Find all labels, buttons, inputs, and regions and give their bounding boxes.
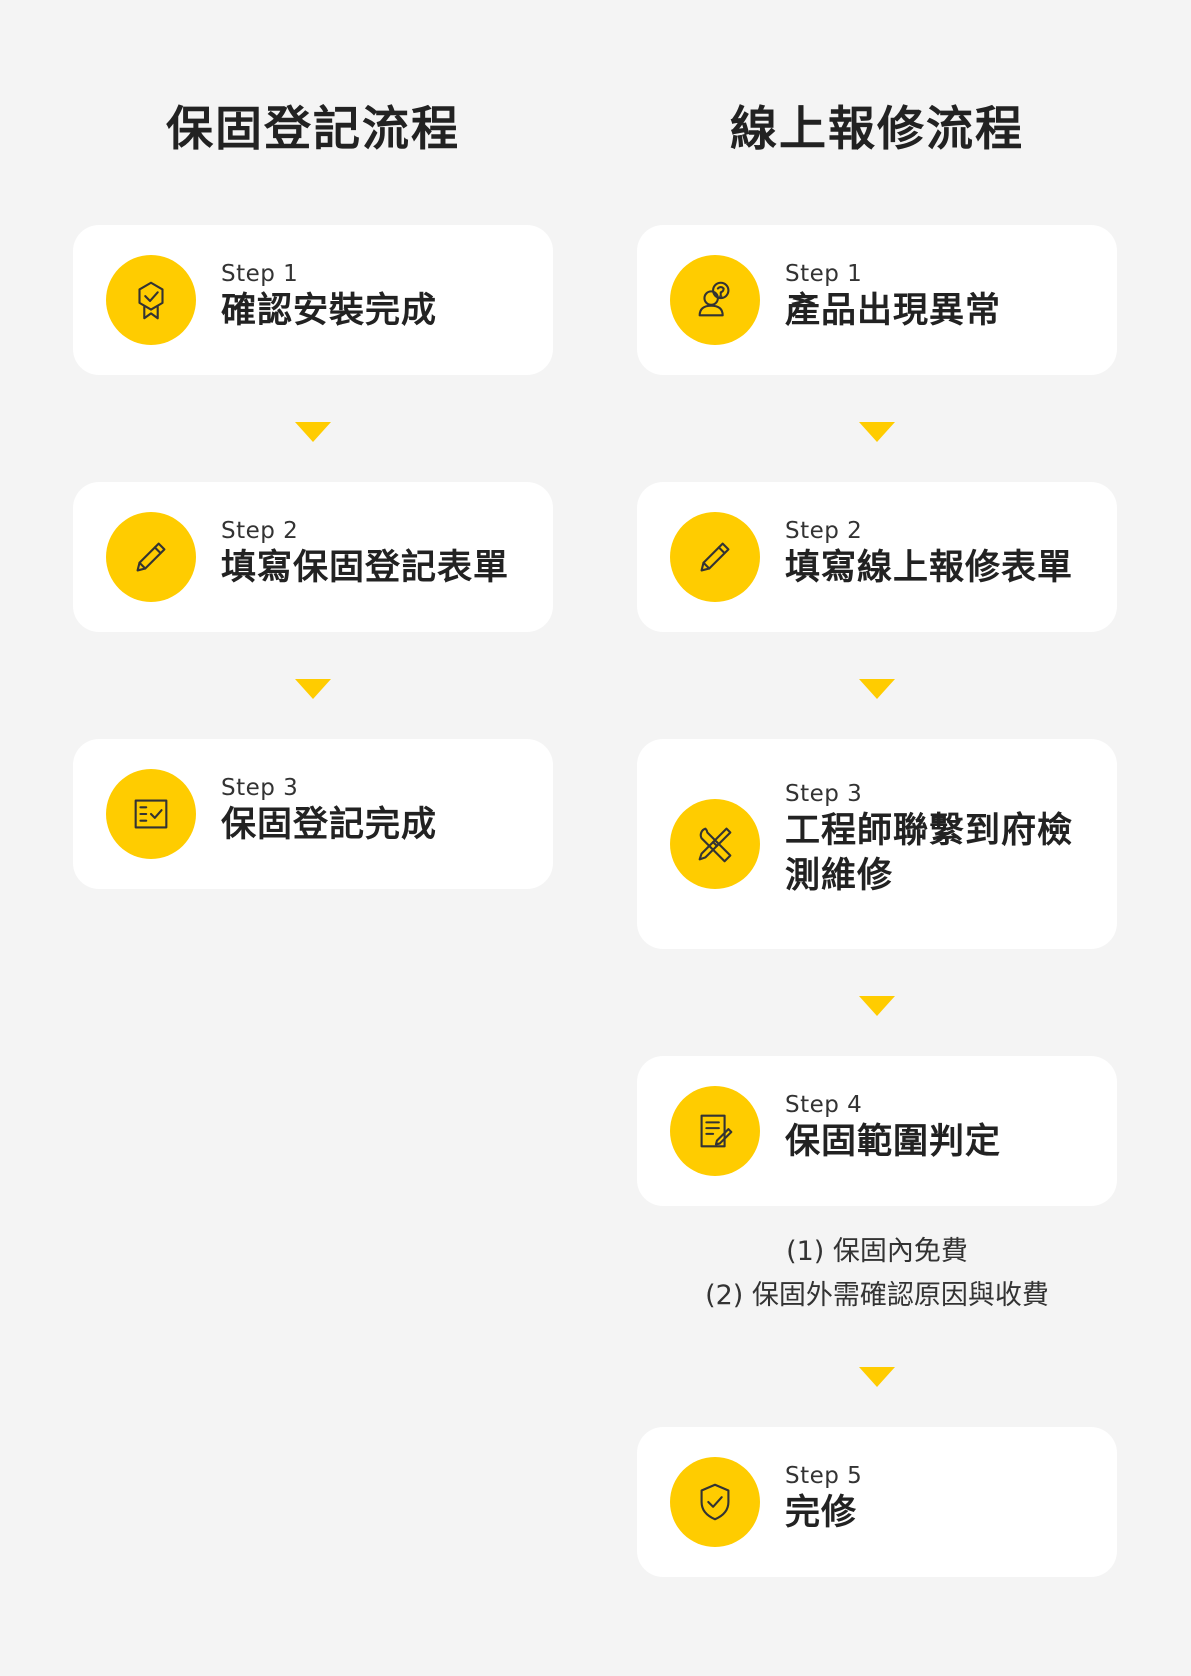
step-title: 保固範圍判定: [785, 1122, 1002, 1162]
step-label: Step 4: [785, 1092, 863, 1118]
step-label: Step 3: [785, 781, 863, 807]
flow-arrow: [859, 996, 895, 1016]
repair-step-5-card: Step 5 完修: [637, 1427, 1117, 1577]
step-label: Step 2: [785, 518, 863, 544]
step-label: Step 1: [221, 261, 299, 287]
checklist-icon: [106, 769, 196, 859]
warranty-step-2-card: Step 2 填寫保固登記表單: [73, 482, 553, 632]
step-title: 工程師聯繫到府檢: [785, 811, 1074, 851]
shield-check-icon: [670, 1457, 760, 1547]
repair-step-2-card: Step 2 填寫線上報修表單: [637, 482, 1117, 632]
flow-arrow: [295, 679, 331, 699]
warranty-note-2: (2) 保固外需確認原因與收費: [705, 1280, 1049, 1311]
repair-step-3-card: Step 3 工程師聯繫到府檢 測維修: [637, 739, 1117, 949]
step-title: 確認安裝完成: [221, 291, 438, 331]
warranty-step-3-card: Step 3 保固登記完成: [73, 739, 553, 889]
flow-arrow: [859, 679, 895, 699]
repair-flow-title: 線上報修流程: [730, 102, 1024, 157]
step-title: 產品出現異常: [785, 291, 1002, 331]
flow-arrow: [859, 422, 895, 442]
wrench-screwdriver-icon: [670, 799, 760, 889]
pencil-icon: [106, 512, 196, 602]
step-label: Step 1: [785, 261, 863, 287]
award-badge-icon: [106, 255, 196, 345]
step-title: 填寫線上報修表單: [785, 548, 1074, 588]
step-title: 填寫保固登記表單: [221, 548, 510, 588]
flow-arrow: [859, 1367, 895, 1387]
step-title: 完修: [785, 1493, 858, 1533]
warranty-step-1-card: Step 1 確認安裝完成: [73, 225, 553, 375]
step-title: 保固登記完成: [221, 805, 438, 845]
document-edit-icon: [670, 1086, 760, 1176]
person-question-icon: [670, 255, 760, 345]
step-label: Step 2: [221, 518, 299, 544]
repair-step-1-card: Step 1 產品出現異常: [637, 225, 1117, 375]
step-label: Step 3: [221, 775, 299, 801]
pencil-icon: [670, 512, 760, 602]
step-title: 測維修: [785, 856, 894, 896]
step-label: Step 5: [785, 1463, 863, 1489]
warranty-flow-title: 保固登記流程: [166, 102, 460, 157]
repair-step-4-card: Step 4 保固範圍判定: [637, 1056, 1117, 1206]
warranty-note-1: (1) 保固內免費: [786, 1236, 968, 1267]
flow-arrow: [295, 422, 331, 442]
